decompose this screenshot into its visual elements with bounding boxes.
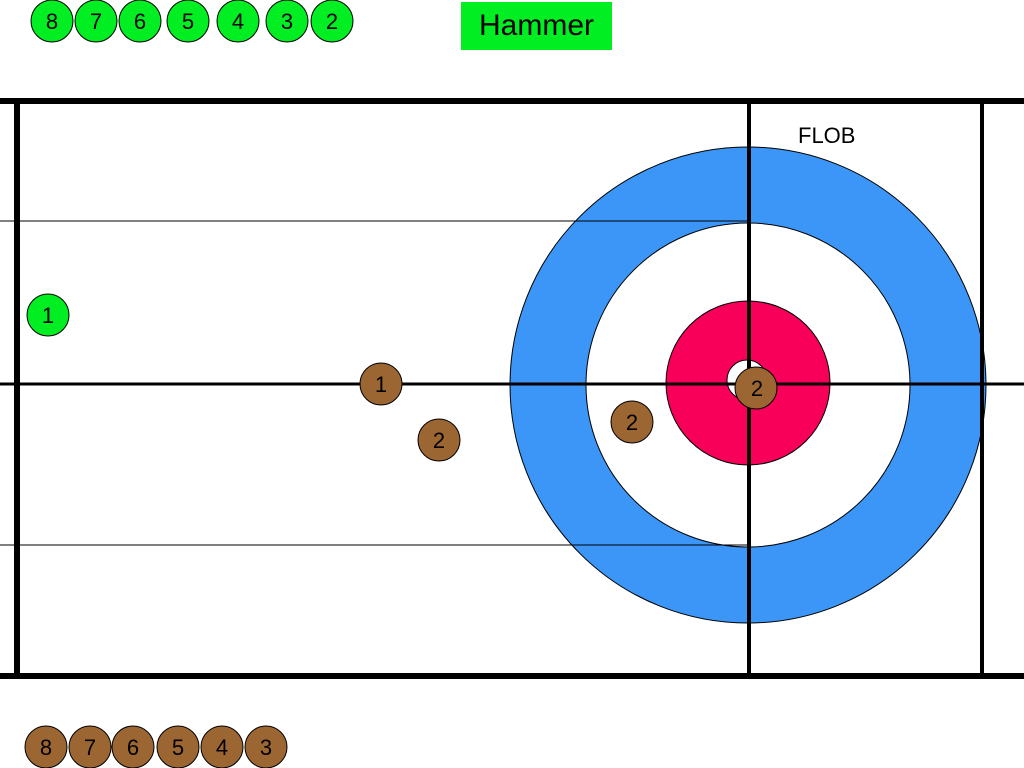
stone-label: 7 <box>90 9 102 34</box>
stone-label: 5 <box>182 9 194 34</box>
stone-label: 8 <box>40 735 52 760</box>
green-stone-4[interactable]: 4 <box>216 0 260 43</box>
green-stone-2[interactable]: 2 <box>310 0 354 43</box>
brown-stone-3[interactable]: 3 <box>244 725 288 768</box>
stone-label: 5 <box>172 735 184 760</box>
stone-label: 1 <box>42 303 54 328</box>
stone-label: 2 <box>751 376 763 401</box>
stone-label: 4 <box>216 735 228 760</box>
brown-stone-5[interactable]: 5 <box>156 725 200 768</box>
brown-stone-6[interactable]: 6 <box>111 725 155 768</box>
brown-stone-7[interactable]: 7 <box>68 725 112 768</box>
green-stone-5[interactable]: 5 <box>166 0 210 43</box>
green-stone-7[interactable]: 7 <box>74 0 118 43</box>
stone-brown-2[interactable]: 2 <box>417 418 461 462</box>
hammer-indicator: Hammer <box>461 2 612 50</box>
green-stone-8[interactable]: 8 <box>30 0 74 43</box>
stone-label: 3 <box>260 735 272 760</box>
stone-label: 1 <box>375 372 387 397</box>
stone-label: 2 <box>433 428 445 453</box>
stone-label: 2 <box>326 9 338 34</box>
stone-label: 7 <box>84 735 96 760</box>
stone-label: 8 <box>46 9 58 34</box>
brown-stone-4[interactable]: 4 <box>200 725 244 768</box>
stone-label: 4 <box>232 9 244 34</box>
stone-brown-2[interactable]: 2 <box>734 366 778 410</box>
stone-label: 6 <box>134 9 146 34</box>
stone-label: 2 <box>626 410 638 435</box>
stone-brown-2[interactable]: 2 <box>610 400 654 444</box>
sheet-label: FLOB <box>798 123 855 148</box>
stone-label: 3 <box>281 9 293 34</box>
stone-green-1[interactable]: 1 <box>26 293 70 337</box>
green-stone-6[interactable]: 6 <box>118 0 162 43</box>
brown-stone-8[interactable]: 8 <box>24 725 68 768</box>
stone-brown-1[interactable]: 1 <box>359 362 403 406</box>
green-stone-3[interactable]: 3 <box>265 0 309 43</box>
stone-label: 6 <box>127 735 139 760</box>
